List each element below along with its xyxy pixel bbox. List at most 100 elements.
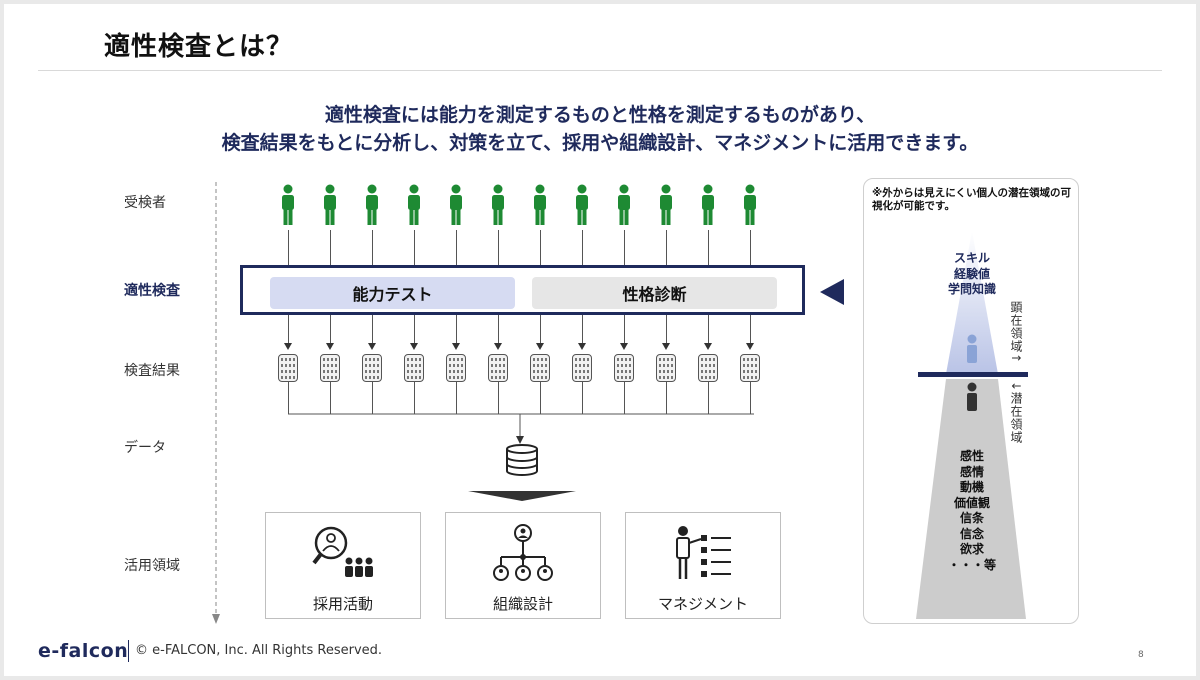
examinee-connector <box>540 230 541 265</box>
result-sheet-icon <box>362 354 382 382</box>
row-label-usage: 活用領域 <box>124 558 180 574</box>
result-sheet-icon <box>320 354 340 382</box>
org-chart-icon <box>493 524 553 581</box>
row-label-test: 適性検査 <box>124 283 180 299</box>
panel-item: 価値観 <box>953 495 990 510</box>
examinee-connector <box>372 230 373 265</box>
area-label: 採用活動 <box>312 595 373 613</box>
flow-axis <box>212 182 220 624</box>
area-management: マネジメント <box>625 512 781 619</box>
row-label-examinee: 受検者 <box>124 195 166 211</box>
result-connector <box>708 315 709 345</box>
visible-items-list: スキル経験値学問知識 <box>924 251 1020 298</box>
aptitude-test-box: 能力テスト 性格診断 <box>240 265 805 315</box>
examinee-person-icon <box>576 184 588 225</box>
panel-item: 学問知識 <box>947 282 996 296</box>
result-sheet-icon <box>698 354 718 382</box>
ability-test-pill: 能力テスト <box>270 277 515 309</box>
area-label: 組織設計 <box>492 595 553 613</box>
examinee-connector <box>288 230 289 265</box>
pointer-triangle-icon <box>820 279 844 305</box>
collector-connector <box>498 382 499 414</box>
collector-connector <box>540 382 541 414</box>
panel-item: ・・・等 <box>947 557 996 572</box>
panel-item: 信条 <box>959 511 984 525</box>
result-arrow <box>578 343 586 350</box>
examinee-connector <box>498 230 499 265</box>
result-arrow <box>620 343 628 350</box>
examinee-connector <box>624 230 625 265</box>
panel-item: 経験値 <box>953 266 990 281</box>
database-icon <box>506 444 538 476</box>
result-sheet-icon <box>656 354 676 382</box>
footer-separator <box>128 640 129 662</box>
examinee-person-icon <box>324 184 336 225</box>
title-divider <box>38 70 1162 71</box>
collector-connector <box>624 382 625 414</box>
examinee-connector <box>456 230 457 265</box>
result-arrow <box>284 343 292 350</box>
result-connector <box>414 315 415 345</box>
panel-item: 感情 <box>959 464 984 479</box>
result-connector <box>624 315 625 345</box>
lead-line-1: 適性検査には能力を測定するものと性格を測定するものがあり、 <box>324 104 876 126</box>
personality-test-pill: 性格診断 <box>532 277 777 309</box>
visible-area-label: 顕在領域↑ <box>1009 301 1023 365</box>
panel-item: 感性 <box>959 449 984 463</box>
collector-connector <box>330 382 331 414</box>
result-arrow <box>368 343 376 350</box>
result-sheet-icon <box>278 354 298 382</box>
result-sheet-icon <box>446 354 466 382</box>
examinee-person-icon <box>702 184 714 225</box>
panel-item: 欲求 <box>959 542 984 556</box>
collector-connector <box>288 382 289 414</box>
examinee-person-icon <box>492 184 504 225</box>
examinee-person-icon <box>450 184 462 225</box>
result-arrow <box>452 343 460 350</box>
page-number: 8 <box>1138 650 1144 660</box>
recruiting-search-icon <box>312 526 373 577</box>
result-connector <box>498 315 499 345</box>
page-title: 適性検査とは？ <box>104 32 294 62</box>
latent-area-label: ↓潜在領域 <box>1009 381 1023 445</box>
latent-area-panel: ※外からは見えにくい個人の潜在領域の可視化が可能です。 スキル経験値学問知識 顕… <box>863 178 1079 624</box>
copyright-text: © e-FALCON, Inc. All Rights Reserved. <box>135 643 383 658</box>
result-sheet-icon <box>404 354 424 382</box>
collector-connector <box>414 382 415 414</box>
examinee-connector <box>330 230 331 265</box>
collector-connector <box>708 382 709 414</box>
result-connector <box>456 315 457 345</box>
presenter-board-icon <box>676 526 731 579</box>
collector-connector <box>372 382 373 414</box>
result-connector <box>288 315 289 345</box>
result-connector <box>582 315 583 345</box>
result-arrow <box>704 343 712 350</box>
row-label-result: 検査結果 <box>124 363 180 379</box>
result-connector <box>372 315 373 345</box>
panel-item: スキル <box>953 251 990 265</box>
result-connector <box>330 315 331 345</box>
result-connector <box>666 315 667 345</box>
collector-connector <box>666 382 667 414</box>
result-arrow <box>326 343 334 350</box>
visibility-cone <box>916 231 1028 619</box>
area-recruiting: 採用活動 <box>265 512 421 619</box>
examinee-person-icon <box>618 184 630 225</box>
area-label: マネジメント <box>657 595 748 613</box>
result-arrow <box>746 343 754 350</box>
collector-connector <box>750 382 751 414</box>
examinee-person-icon <box>744 184 756 225</box>
examinee-connector <box>750 230 751 265</box>
company-logo: e-falcon <box>38 640 129 662</box>
examinee-connector <box>582 230 583 265</box>
panel-item: 信念 <box>959 526 984 541</box>
examinee-person-icon <box>408 184 420 225</box>
examinee-person-icon <box>282 184 294 225</box>
collector-connector <box>582 382 583 414</box>
result-arrow <box>410 343 418 350</box>
slide: 適性検査とは？ 適性検査には能力を測定するものと性格を測定するものがあり、 検査… <box>4 4 1196 676</box>
lead-line-2: 検査結果をもとに分析し、対策を立て、採用や組織設計、マネジメントに活用できます。 <box>221 132 979 154</box>
panel-note: ※外からは見えにくい個人の潜在領域の可視化が可能です。 <box>872 187 1071 212</box>
panel-item: 動機 <box>959 480 984 494</box>
examinee-person-icon <box>366 184 378 225</box>
